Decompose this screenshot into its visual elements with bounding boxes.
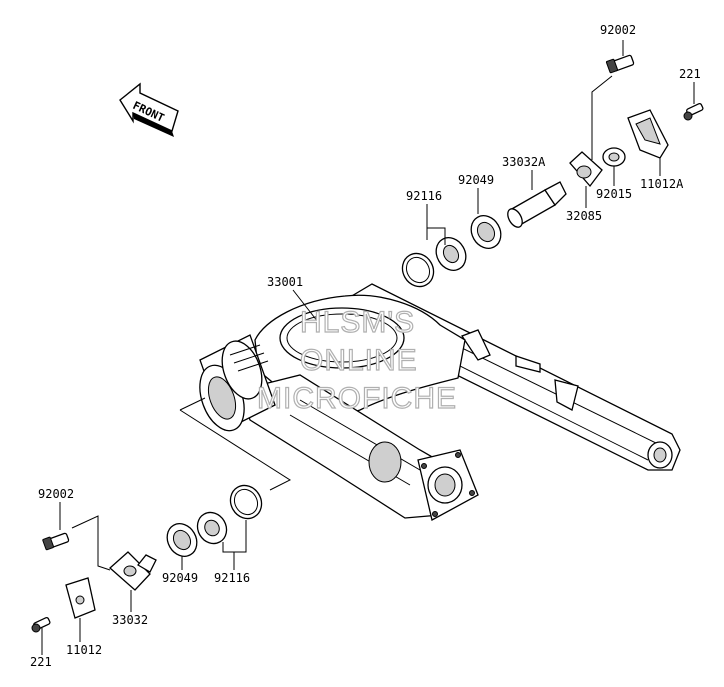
- label-92116-bottom: 92116: [214, 571, 250, 585]
- swingarm: [199, 283, 681, 521]
- label-32085: 32085: [566, 209, 602, 223]
- watermark-line3: MICROFICHE: [257, 382, 457, 415]
- bearing-92116-bottom: [196, 484, 263, 545]
- nut-92015: [602, 147, 626, 167]
- shaft-33032: [109, 551, 157, 591]
- screw-221-top: [683, 103, 704, 121]
- watermark-line1: HLSM'S: [300, 306, 415, 339]
- label-92049-bottom: 92049: [162, 571, 198, 585]
- label-33001: 33001: [267, 275, 303, 289]
- screw-221-bottom: [31, 617, 51, 633]
- label-11012A: 11012A: [640, 177, 684, 191]
- label-92002-bottom: 92002: [38, 487, 74, 501]
- label-221-top: 221: [679, 67, 701, 81]
- label-33032A: 33032A: [502, 155, 546, 169]
- lower-group-bracket: [179, 397, 292, 491]
- label-221-bottom: 221: [30, 655, 52, 669]
- seal-92049-top: [470, 215, 502, 249]
- guide-11012: [65, 577, 96, 619]
- plate-32085: [569, 151, 603, 188]
- shaft-33032A: [507, 181, 567, 228]
- label-92015: 92015: [596, 187, 632, 201]
- label-92116-top: 92116: [406, 189, 442, 203]
- label-33032: 33032: [112, 613, 148, 627]
- seal-92049-bottom: [166, 523, 198, 557]
- bearing-92116-top: [401, 237, 467, 288]
- bolt-92002-top: [605, 54, 635, 74]
- watermark: HLSM'S ONLINE MICROFICHE: [256, 305, 457, 415]
- label-92002-top: 92002: [600, 23, 636, 37]
- front-arrow: FRONT: [119, 82, 179, 137]
- guide-11012A: [627, 109, 669, 159]
- label-92049-top: 92049: [458, 173, 494, 187]
- bolt-92002-bottom: [42, 532, 70, 551]
- label-11012: 11012: [66, 643, 102, 657]
- watermark-line2: ONLINE: [300, 344, 418, 377]
- leader-lines: [41, 40, 695, 655]
